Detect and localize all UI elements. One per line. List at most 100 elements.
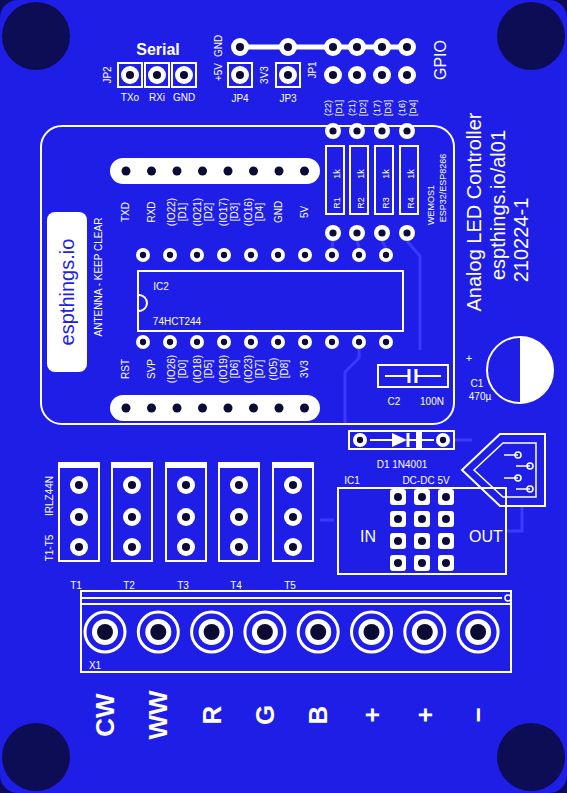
silkscreen-label: [D1] [335,100,344,117]
screw-terminal [298,612,338,652]
drill-hole [198,404,207,413]
drill-hole [173,167,182,176]
dc-jack-contact [515,452,521,458]
component-label: IC1 [344,476,360,486]
silkscreen-label: T1-T5 [45,535,55,562]
silkscreen-label: [D0] [178,360,188,378]
drill-hole [418,559,426,567]
drill-hole [275,404,284,413]
drill-hole [418,493,426,501]
silkscreen-label: [D2] [204,203,214,221]
pad [379,335,393,349]
silkscreen-label: (IO26) [167,355,177,383]
pad [70,508,88,526]
pad [271,248,285,262]
component-label: 1k [357,169,366,179]
screw-terminal [138,612,178,652]
drill-hole [378,43,386,51]
transistor-outline: T1 [58,462,100,562]
silkscreen-label: (22) [324,100,333,116]
dc-dc-module: IC1DC-DC 5VINOUT [337,487,507,575]
pad [279,38,297,56]
component-label: 74HCT244 [153,317,201,327]
mounting-hole [497,2,565,70]
pad [231,66,249,84]
drill-hole [302,252,308,258]
silkscreen-label: +5V [214,63,224,81]
component-label: R1 [333,197,342,209]
silkscreen-label: 3V3 [260,66,270,84]
drill-hole [140,339,146,345]
screw-slot [150,624,166,640]
drill-hole [167,252,173,258]
drill-hole [357,437,363,443]
drill-hole [394,493,402,501]
dc-jack-contact [504,477,518,479]
capacitor-symbol-shape [379,366,451,390]
silkscreen-label: [D8] [280,360,290,378]
silkscreen-label: [D4] [255,203,265,221]
pad [163,248,177,262]
capacitor-lead [385,375,409,377]
terminal-label: − [465,707,491,722]
pad [436,433,450,447]
copper-trace [345,349,359,424]
silkscreen-label: GPIO [433,40,449,80]
pad [398,38,416,56]
drill-hole [221,339,227,345]
capacitor-symbol: C2100N [377,364,449,388]
silkscreen-label: [D4] [409,100,418,117]
pad-outline [145,63,169,87]
drill-hole [147,404,156,413]
pad [438,555,454,571]
pad [414,555,430,571]
component-label: IC2 [153,282,169,292]
component-label: R3 [382,197,391,209]
silkscreen-label: RST [121,359,131,379]
copper-trace [407,241,420,350]
screw-slot [310,624,326,640]
pad [373,66,391,84]
pad [279,66,297,84]
copper-trace [382,241,386,248]
terminal-label: WW [145,690,171,739]
resistor-symbol: 1kR2 [349,145,369,215]
pad [390,533,406,549]
drill-hole [378,229,385,236]
silkscreen-label: [D1] [178,203,188,221]
terminal-label: B [305,706,331,725]
diode-lead [370,439,392,441]
drill-hole [249,404,258,413]
pad [438,489,454,505]
drill-hole [194,252,200,258]
pad [271,335,285,349]
silkscreen-label: + [466,353,472,364]
component-label: ANTENNA - KEEP CLEAR [94,218,104,337]
dc-jack-contact [515,475,521,481]
transistor-outline: T5 [272,462,314,562]
drill-hole [394,537,402,545]
pad-outline [228,63,252,87]
silkscreen-label: [D6] [230,360,240,378]
terminal-edge [82,603,510,605]
mounting-hole [2,2,70,70]
silkscreen-label: (IO23) [244,355,254,383]
pad [163,335,177,349]
component-label: IN [360,529,376,545]
pad [70,476,88,494]
pad-outline [172,63,196,87]
silkscreen-label: 3V3 [300,360,310,378]
dc-jack-contact [516,488,530,490]
drill-hole [442,493,450,501]
pad [177,508,195,526]
silkscreen-label: Analog LED Controller [464,113,484,312]
pad [230,538,248,556]
drill-hole [182,543,190,551]
pad [190,335,204,349]
terminal-edge [82,597,502,599]
pad [148,66,166,84]
pad [190,248,204,262]
pad [123,476,141,494]
dc-jack-contact [527,463,533,469]
silkscreen-label: [D2] [359,100,368,117]
